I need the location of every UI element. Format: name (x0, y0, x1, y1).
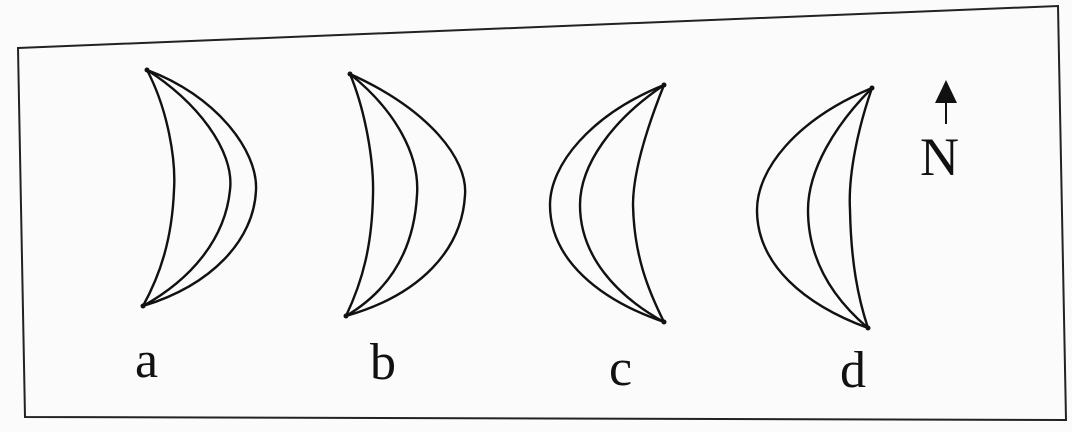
north-arrow-icon (935, 80, 957, 124)
label-b: b (370, 334, 396, 391)
crescent-b (343, 71, 467, 319)
label-c: c (609, 340, 633, 397)
label-d: d (840, 342, 866, 399)
figure-frame (16, 4, 1068, 422)
crescent-c (548, 82, 667, 325)
north-label: N (920, 127, 959, 187)
crescent-a (140, 67, 258, 309)
label-a: a (135, 332, 159, 389)
crescent-d (755, 85, 875, 331)
